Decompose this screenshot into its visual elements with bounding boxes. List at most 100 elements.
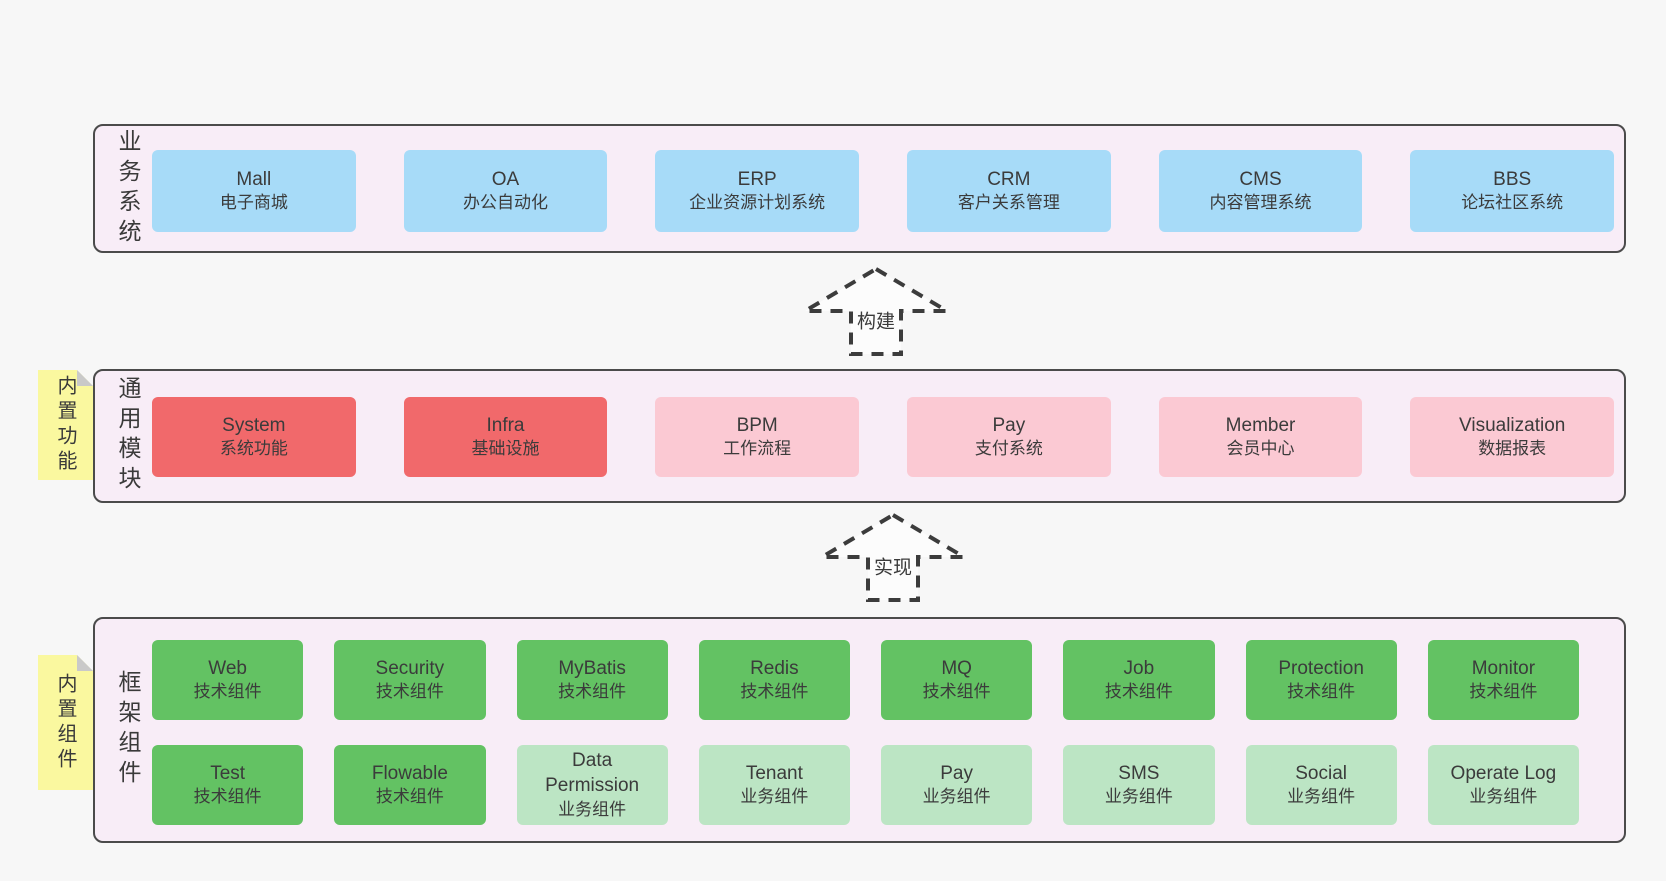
box-subtitle: 技术组件 [193,682,262,702]
box-title: BPM [736,414,778,436]
box-subtitle: 办公自动化 [463,193,548,213]
note-label: 内置组件 [54,672,76,773]
box-subtitle: 技术组件 [1104,682,1173,702]
box-subtitle: 技术组件 [922,682,991,702]
box-title: System [222,414,286,436]
band-common-modules: 通用模块 System 系统功能 Infra 基础设施 BPM 工作流程 Pay… [93,369,1626,503]
box-subtitle: 支付系统 [974,439,1043,459]
box-subtitle: 工作流程 [723,439,792,459]
band-framework-components: 框架组件 Web 技术组件 Security 技术组件 MyBatis 技术组件… [93,617,1626,843]
box-title: Tenant [745,762,803,784]
business-box-row: Mall 电子商城 OA 办公自动化 ERP 企业资源计划系统 CRM 客户关系… [152,150,1615,232]
box-subtitle: 内容管理系统 [1209,193,1312,213]
box-pay-component: Pay 业务组件 [881,745,1033,825]
box-subtitle: 业务组件 [1469,787,1538,807]
box-subtitle: 会员中心 [1226,439,1295,459]
box-oa: OA 办公自动化 [403,150,608,232]
box-pay-system: Pay 支付系统 [907,397,1111,477]
band-label-framework-components: 框架组件 [115,670,141,790]
box-erp: ERP 企业资源计划系统 [655,150,860,232]
box-subtitle: 基础设施 [471,439,540,459]
box-subtitle: 论坛社区系统 [1461,193,1564,213]
box-subtitle: 电子商城 [219,193,288,213]
box-subtitle: 业务组件 [922,787,991,807]
band-label-common-modules: 通用模块 [115,376,141,496]
box-title: Member [1225,414,1296,436]
box-visualization: Visualization 数据报表 [1410,397,1615,477]
box-system: System 系统功能 [152,397,356,477]
box-title: CMS [1239,168,1282,190]
box-tenant: Tenant 业务组件 [698,745,850,825]
box-job: Job 技术组件 [1063,640,1215,720]
box-title: Test [210,762,246,784]
box-title: Flowable [371,762,448,784]
box-subtitle: 技术组件 [375,682,444,702]
box-sms: SMS 业务组件 [1063,745,1215,825]
box-mq: MQ 技术组件 [881,640,1033,720]
box-subtitle: 技术组件 [558,682,627,702]
box-title: Pay [992,414,1026,436]
box-subtitle: 业务组件 [740,787,809,807]
box-title: Web [208,657,247,679]
box-operate-log: Operate Log 业务组件 [1427,745,1579,825]
box-subtitle: 技术组件 [375,787,444,807]
box-bbs: BBS 论坛社区系统 [1410,150,1615,232]
box-test: Test 技术组件 [152,745,304,825]
box-member: Member 会员中心 [1158,397,1363,477]
band-business-systems: 业务系统 Mall 电子商城 OA 办公自动化 ERP 企业资源计划系统 CRM… [93,124,1626,253]
arrow-implement: 实现 [813,510,973,604]
note-built-in-features: 内置功能 [38,370,93,480]
common-box-row: System 系统功能 Infra 基础设施 BPM 工作流程 Pay 支付系统… [152,397,1615,477]
box-mall: Mall 电子商城 [152,150,356,232]
box-subtitle: 业务组件 [558,799,627,819]
box-protection: Protection 技术组件 [1245,640,1397,720]
box-subtitle: 技术组件 [740,682,809,702]
box-subtitle: 技术组件 [1287,682,1356,702]
box-title: Job [1123,657,1155,679]
box-subtitle: 业务组件 [1287,787,1356,807]
box-subtitle: 技术组件 [1469,682,1538,702]
box-title: BBS [1493,168,1532,190]
box-infra: Infra 基础设施 [403,397,608,477]
box-web: Web 技术组件 [152,640,304,720]
box-title: MyBatis [558,657,626,679]
box-flowable: Flowable 技术组件 [334,745,486,825]
box-title: Mall [236,168,272,190]
box-title: Redis [750,657,799,679]
band-label-business-systems: 业务系统 [115,128,141,249]
box-title: OA [491,168,520,190]
box-redis: Redis 技术组件 [698,640,850,720]
box-title: SMS [1118,762,1160,784]
box-data-permission: Data Permission 业务组件 [516,745,668,825]
box-subtitle: 业务组件 [1104,787,1173,807]
box-subtitle: 技术组件 [193,787,262,807]
box-title: Visualization [1459,414,1566,436]
box-monitor: Monitor 技术组件 [1427,640,1579,720]
box-title: Pay [940,762,973,784]
box-title: CRM [987,168,1031,190]
framework-box-row-1: Web 技术组件 Security 技术组件 MyBatis 技术组件 Redi… [152,640,1579,720]
box-title: Social [1295,762,1347,784]
box-subtitle: 数据报表 [1478,439,1547,459]
box-cms: CMS 内容管理系统 [1158,150,1363,232]
arrow-build: 构建 [796,264,956,358]
box-subtitle: 系统功能 [219,439,288,459]
box-crm: CRM 客户关系管理 [907,150,1111,232]
box-bpm: BPM 工作流程 [655,397,860,477]
box-subtitle: 客户关系管理 [957,193,1060,213]
box-social: Social 业务组件 [1245,745,1397,825]
arrow-implement-label: 实现 [871,552,915,580]
arrow-build-label: 构建 [854,306,898,334]
box-title: Data Permission [545,750,640,796]
box-title: Infra [486,414,525,436]
framework-box-row-2: Test 技术组件 Flowable 技术组件 Data Permission … [152,745,1579,825]
box-title: ERP [737,168,777,190]
box-subtitle: 企业资源计划系统 [689,193,826,213]
note-label: 内置功能 [54,375,76,475]
box-mybatis: MyBatis 技术组件 [516,640,668,720]
box-title: MQ [941,657,972,679]
note-built-in-components: 内置组件 [38,655,93,790]
box-title: Protection [1278,657,1364,679]
box-title: Monitor [1471,657,1536,679]
box-title: Security [375,657,445,679]
